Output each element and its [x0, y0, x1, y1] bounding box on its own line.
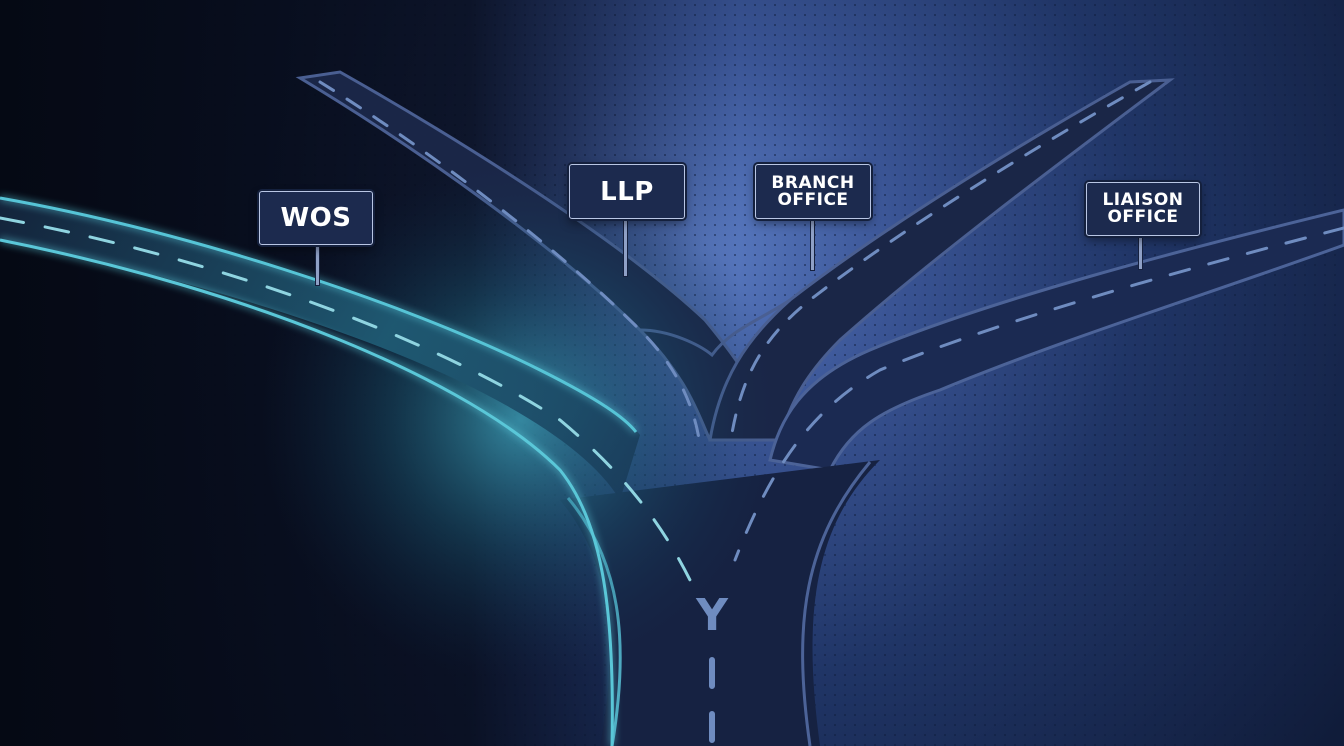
liaison-office-line-1: LIAISON [1102, 190, 1184, 210]
branch-office-line-2: OFFICE [777, 189, 849, 210]
merge-symbol: Y [695, 590, 729, 641]
branch-office-sign-pole [811, 218, 814, 270]
llp-sign-pole [624, 218, 627, 276]
liaison-office-line-2: OFFICE [1107, 207, 1179, 227]
branch-office-sign: BRANCH OFFICE [755, 164, 871, 219]
liaison-office-sign-pole [1139, 235, 1142, 269]
wos-sign-pole [316, 243, 319, 285]
liaison-office-sign: LIAISON OFFICE [1086, 182, 1200, 236]
llp-sign-label: LLP [600, 176, 654, 207]
wos-sign: WOS [259, 191, 373, 245]
branch-office-line-1: BRANCH [771, 172, 855, 193]
llp-sign: LLP [569, 164, 685, 219]
wos-sign-label: WOS [280, 203, 352, 233]
